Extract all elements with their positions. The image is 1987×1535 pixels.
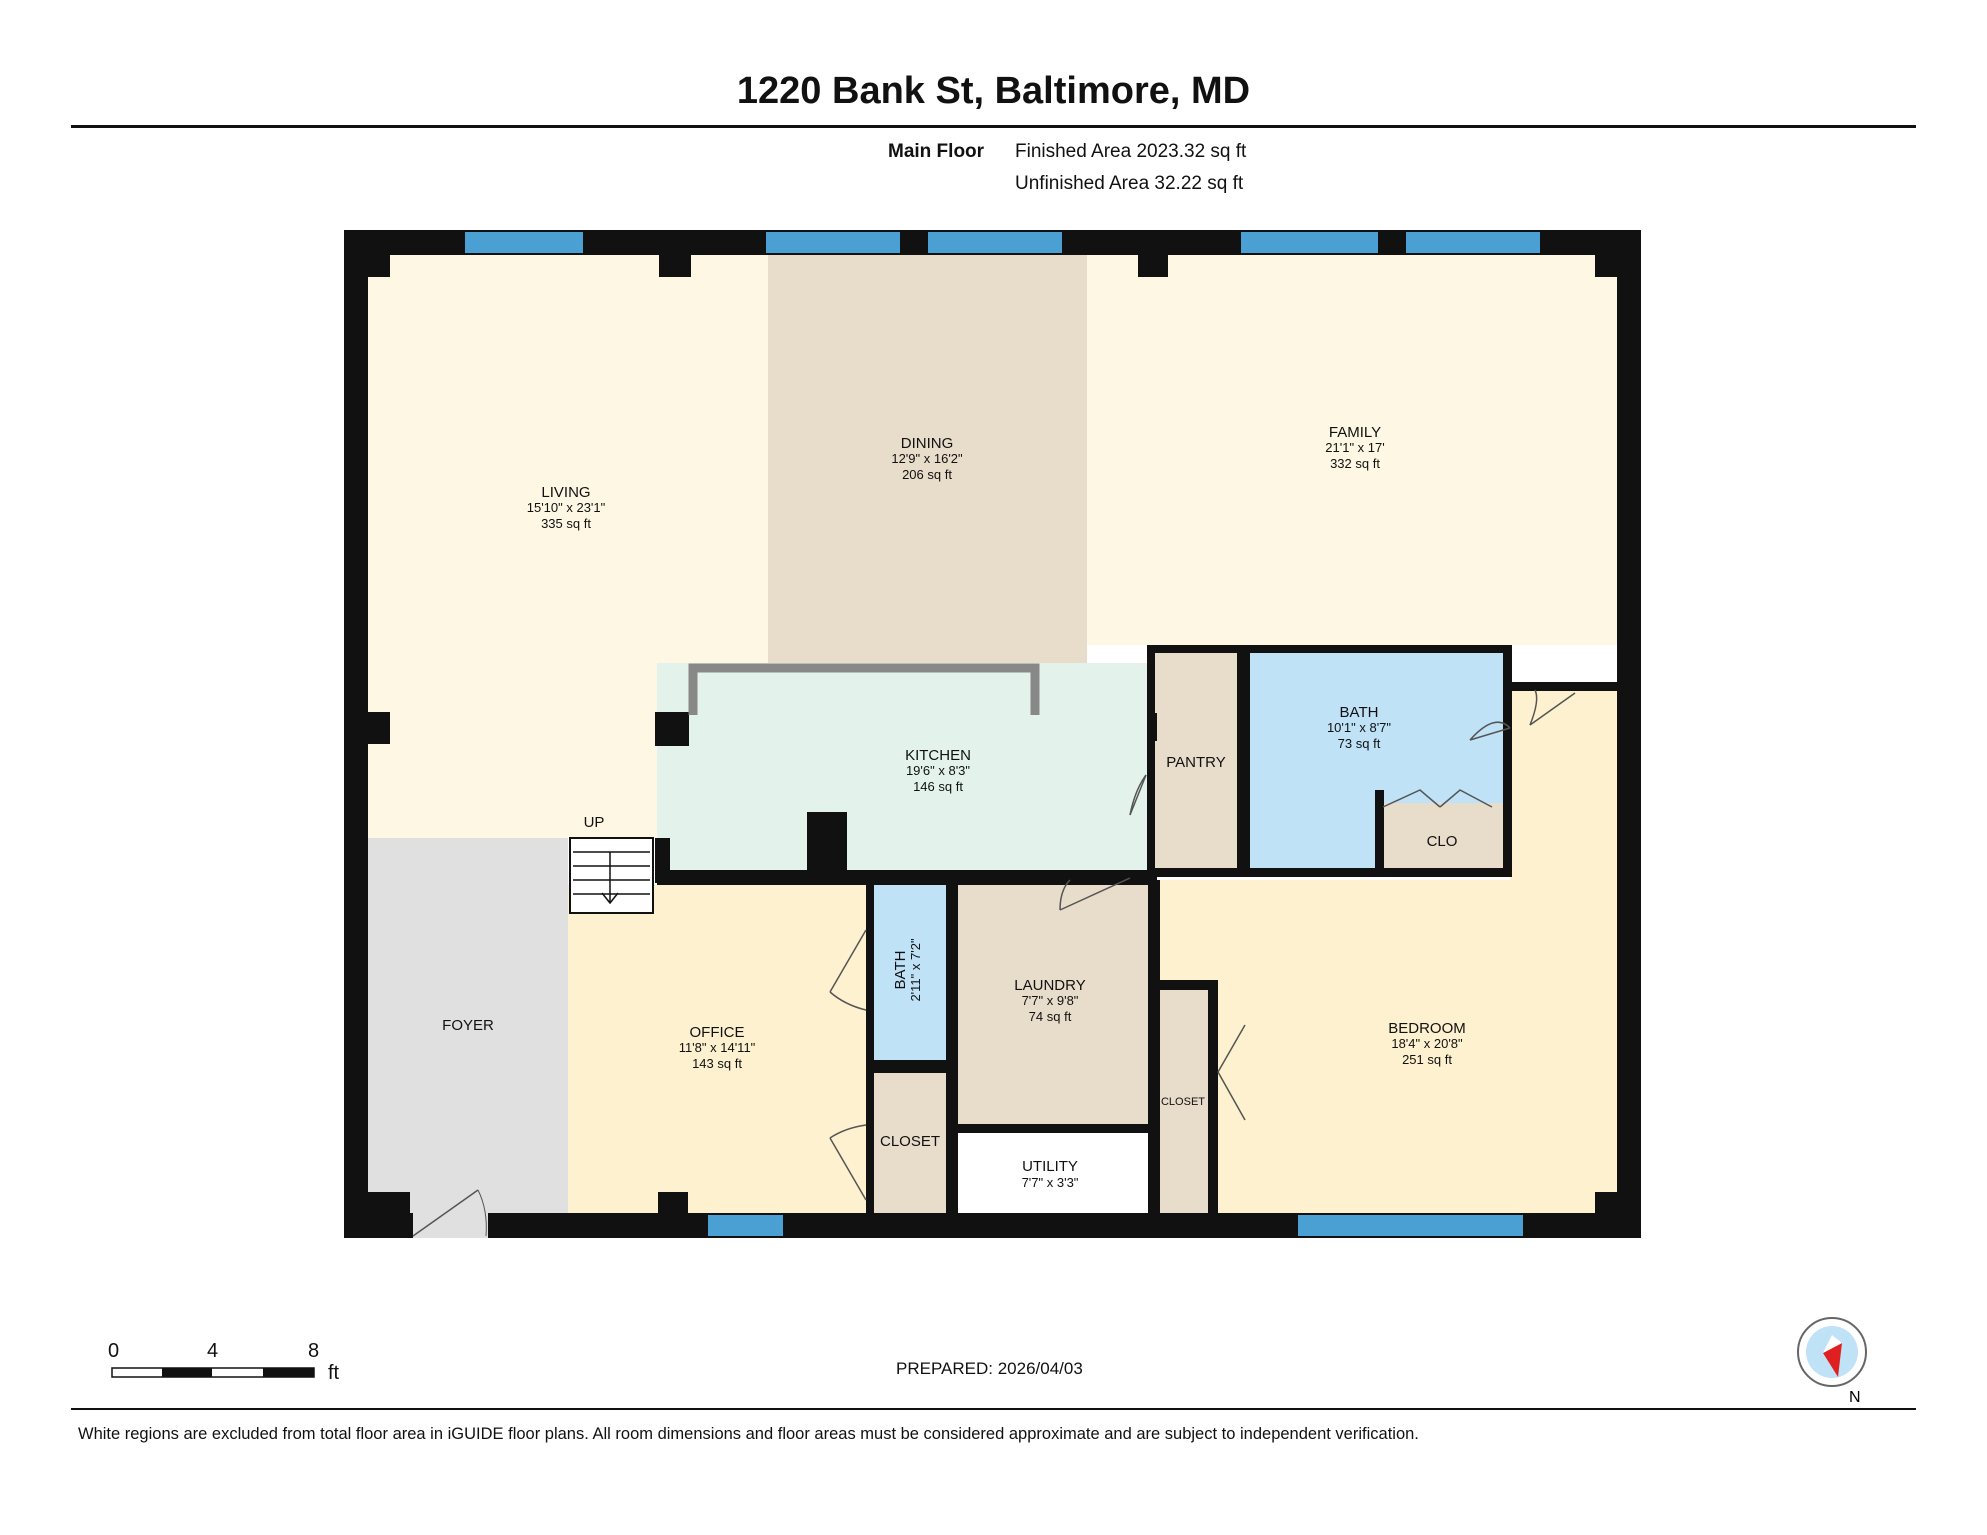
family-name: FAMILY bbox=[1329, 424, 1381, 441]
bath-small-room bbox=[873, 880, 946, 1060]
laundry-area: 74 sq ft bbox=[1029, 1009, 1072, 1024]
compass-label: N bbox=[1849, 1389, 1861, 1406]
bedroom-name: BEDROOM bbox=[1388, 1020, 1466, 1037]
living-area: 335 sq ft bbox=[541, 516, 591, 531]
windows bbox=[465, 232, 1540, 1236]
floor-label: Main Floor bbox=[888, 141, 985, 162]
family-room bbox=[1087, 255, 1617, 645]
family-dims: 21'1" x 17' bbox=[1325, 440, 1384, 455]
scale-label-4: 4 bbox=[207, 1340, 219, 1362]
room-fills bbox=[368, 255, 1617, 1213]
disclaimer-text: White regions are excluded from total fl… bbox=[78, 1425, 1419, 1443]
front-door-opening bbox=[413, 1213, 488, 1238]
bath-small-name: BATH bbox=[892, 951, 909, 990]
foyer-room bbox=[368, 838, 568, 1213]
laundry-name: LAUNDRY bbox=[1014, 977, 1085, 994]
closet-office-room bbox=[873, 1073, 946, 1213]
bedroom-dims: 18'4" x 20'8" bbox=[1391, 1036, 1463, 1051]
bath-small-dims: 2'11" x 7'2" bbox=[908, 938, 923, 1001]
utility-dims: 7'7" x 3'3" bbox=[1022, 1175, 1079, 1190]
clo-room bbox=[1383, 803, 1503, 873]
kitchen-room bbox=[657, 663, 1147, 873]
closet-office-name: CLOSET bbox=[880, 1133, 940, 1150]
utility-room bbox=[958, 1133, 1148, 1213]
interior-walls bbox=[655, 645, 1617, 1213]
page-title: 1220 Bank St, Baltimore, MD bbox=[736, 70, 1251, 112]
pantry-name: PANTRY bbox=[1166, 754, 1225, 771]
bath-main-name: BATH bbox=[1340, 704, 1379, 721]
unfinished-area: Unfinished Area 32.22 sq ft bbox=[1015, 173, 1244, 194]
bedroom-room bbox=[1160, 690, 1617, 1213]
pantry-room bbox=[1153, 653, 1237, 873]
office-room bbox=[568, 885, 868, 1213]
prepared-date: PREPARED: 2026/04/03 bbox=[896, 1359, 1083, 1378]
dining-area: 206 sq ft bbox=[902, 467, 952, 482]
kitchen-counter bbox=[688, 663, 1040, 715]
bath-main-area: 73 sq ft bbox=[1338, 736, 1381, 751]
utility-name: UTILITY bbox=[1022, 1158, 1078, 1175]
closet-bedroom-name: CLOSET bbox=[1161, 1096, 1205, 1108]
kitchen-dims: 19'6" x 8'3" bbox=[906, 763, 970, 778]
finished-area: Finished Area 2023.32 sq ft bbox=[1015, 141, 1247, 162]
header-rule bbox=[71, 125, 1916, 128]
scale-label-0: 0 bbox=[108, 1340, 120, 1362]
wall-pilasters bbox=[368, 255, 1617, 1213]
office-name: OFFICE bbox=[690, 1024, 745, 1041]
door-swings bbox=[829, 689, 1576, 1201]
room-labels: LIVING 15'10" x 23'1" 335 sq ft DINING 1… bbox=[442, 424, 1466, 1190]
dining-name: DINING bbox=[901, 435, 954, 452]
laundry-dims: 7'7" x 9'8" bbox=[1022, 993, 1079, 1008]
laundry-room bbox=[958, 880, 1148, 1130]
bedroom-area: 251 sq ft bbox=[1402, 1052, 1452, 1067]
scale-unit: ft bbox=[328, 1362, 340, 1384]
scale-bar bbox=[111, 1367, 315, 1378]
closet-bedroom-room bbox=[1160, 990, 1210, 1213]
scale-label-8: 8 bbox=[308, 1340, 320, 1362]
bath-main-dims: 10'1" x 8'7" bbox=[1327, 720, 1391, 735]
living-dims: 15'10" x 23'1" bbox=[527, 500, 606, 515]
clo-name: CLO bbox=[1427, 833, 1458, 850]
dining-room bbox=[768, 255, 1087, 663]
family-area: 332 sq ft bbox=[1330, 456, 1380, 471]
living-name: LIVING bbox=[541, 484, 590, 501]
kitchen-area: 146 sq ft bbox=[913, 779, 963, 794]
kitchen-name: KITCHEN bbox=[905, 747, 971, 764]
stairs bbox=[569, 837, 654, 914]
stairs-label: UP bbox=[584, 814, 605, 831]
compass-icon: N bbox=[1797, 1317, 1867, 1406]
office-dims: 11'8" x 14'11" bbox=[679, 1040, 756, 1055]
dining-dims: 12'9" x 16'2" bbox=[891, 451, 963, 466]
footer-rule bbox=[71, 1408, 1916, 1410]
office-area: 143 sq ft bbox=[692, 1056, 742, 1071]
foyer-name: FOYER bbox=[442, 1017, 494, 1034]
